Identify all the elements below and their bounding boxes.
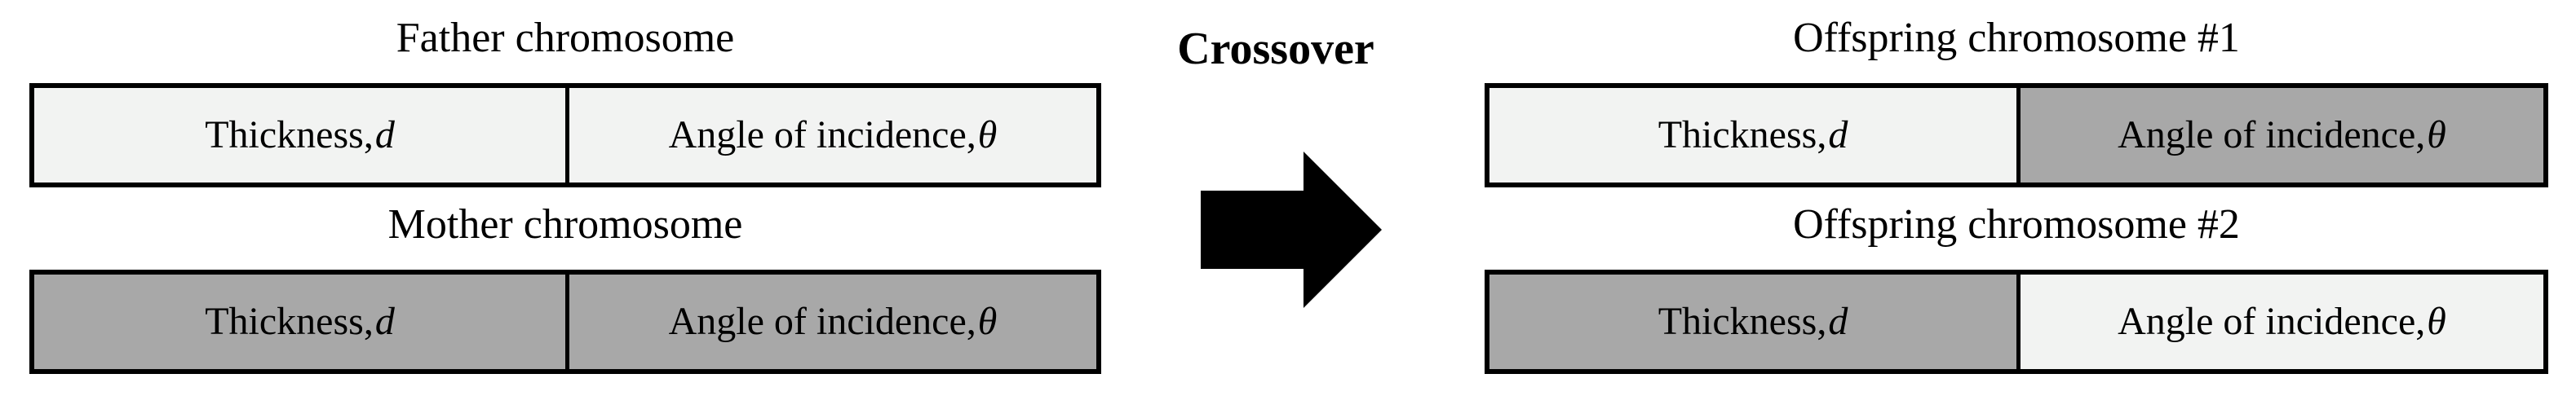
gene-label: Angle of incidence, [2118,300,2426,343]
father-chromosome-group: Father chromosome Thickness, d Angle of … [29,15,1101,192]
father-gene-angle: Angle of incidence, θ [565,88,1096,183]
right-arrow-icon [1201,152,1382,308]
gene-symbol: d [1828,113,1848,156]
gene-label: Angle of incidence, [668,113,976,156]
offspring-2-gene-angle: Angle of incidence, θ [2016,275,2543,369]
offspring-1-gene-angle: Angle of incidence, θ [2016,88,2543,183]
mother-chromosome-caption: Mother chromosome [387,201,743,248]
offspring-2-gene-thickness: Thickness, d [1489,275,2016,369]
gene-symbol: θ [977,113,998,156]
gene-label: Thickness, [205,113,374,156]
gene-label: Angle of incidence, [2118,113,2426,156]
gene-symbol: θ [977,300,998,343]
offspring-1-chromosome-bar: Thickness, d Angle of incidence, θ [1485,83,2548,187]
gene-label: Thickness, [1658,113,1827,156]
crossover-operator-label: Crossover [1177,24,1374,74]
mother-chromosome-group: Mother chromosome Thickness, d Angle of … [29,201,1101,379]
offspring-1-chromosome-caption: Offspring chromosome #1 [1793,15,2240,61]
offspring-1-chromosome-group: Offspring chromosome #1 Thickness, d Ang… [1485,15,2548,192]
mother-gene-angle: Angle of incidence, θ [565,275,1096,369]
mother-chromosome-bar: Thickness, d Angle of incidence, θ [29,270,1101,374]
father-chromosome-bar: Thickness, d Angle of incidence, θ [29,83,1101,187]
father-gene-thickness: Thickness, d [34,88,565,183]
gene-symbol: d [1828,300,1848,343]
offspring-1-gene-thickness: Thickness, d [1489,88,2016,183]
father-chromosome-caption: Father chromosome [396,15,735,61]
gene-label: Thickness, [205,300,374,343]
offspring-2-chromosome-group: Offspring chromosome #2 Thickness, d Ang… [1485,201,2548,379]
gene-label: Thickness, [1658,300,1827,343]
gene-symbol: d [374,300,395,343]
mother-gene-thickness: Thickness, d [34,275,565,369]
gene-symbol: d [374,113,395,156]
gene-symbol: θ [2427,113,2446,156]
gene-symbol: θ [2427,300,2446,343]
gene-label: Angle of incidence, [668,300,976,343]
offspring-2-chromosome-bar: Thickness, d Angle of incidence, θ [1485,270,2548,374]
offspring-2-chromosome-caption: Offspring chromosome #2 [1793,201,2240,248]
